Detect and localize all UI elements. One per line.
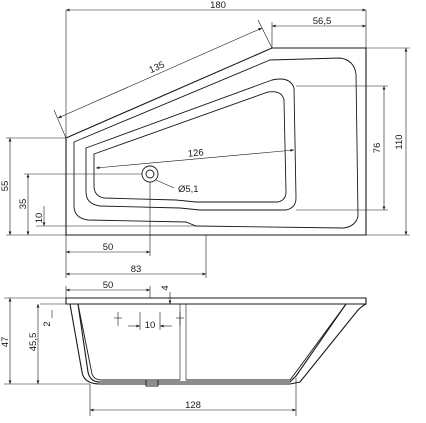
dim-label-180: 180 xyxy=(210,0,226,11)
dim-label-10: 10 xyxy=(34,213,45,224)
tub-basin-outer xyxy=(85,78,297,211)
dim-label-76: 76 xyxy=(372,143,383,154)
dim-label-126: 126 xyxy=(187,147,204,159)
dim-line-126 xyxy=(95,148,295,170)
side-inner-wall-right xyxy=(186,303,347,381)
side-body xyxy=(66,303,367,385)
dim-line-135 xyxy=(57,27,263,119)
dim-label-50-top: 50 xyxy=(103,242,114,253)
dim-label-4: 4 xyxy=(160,285,171,290)
tub-basin-inner xyxy=(93,91,287,203)
tub-rim-inner xyxy=(73,57,359,229)
dim-label-50-side: 50 xyxy=(103,280,114,291)
dim-label-drain-diameter: Ø5,1 xyxy=(178,184,199,195)
dim-label-128: 128 xyxy=(185,400,201,411)
dim-label-10-side: 10 xyxy=(145,320,156,331)
side-view: 50 4 2 10 47 45,5 128 xyxy=(0,280,367,416)
dim-label-47: 47 xyxy=(0,337,11,348)
dim-label-2: 2 xyxy=(42,321,53,326)
dim-label-55: 55 xyxy=(0,181,11,192)
dim-label-83: 83 xyxy=(131,264,142,275)
dim-label-45-5: 45,5 xyxy=(28,333,39,352)
side-inner-wall-left xyxy=(77,303,180,381)
side-drain xyxy=(145,380,159,387)
drain-inner xyxy=(145,169,155,179)
dim-label-56-5: 56,5 xyxy=(313,16,332,27)
top-view: 180 56,5 135 110 76 55 35 10 xyxy=(0,0,410,278)
side-rim xyxy=(65,297,367,305)
dim-line-drain-diameter xyxy=(155,179,175,189)
tub-outline-outer xyxy=(65,47,367,236)
dim-label-135: 135 xyxy=(148,59,167,75)
dim-label-35: 35 xyxy=(18,199,29,210)
dim-label-110: 110 xyxy=(394,134,405,149)
